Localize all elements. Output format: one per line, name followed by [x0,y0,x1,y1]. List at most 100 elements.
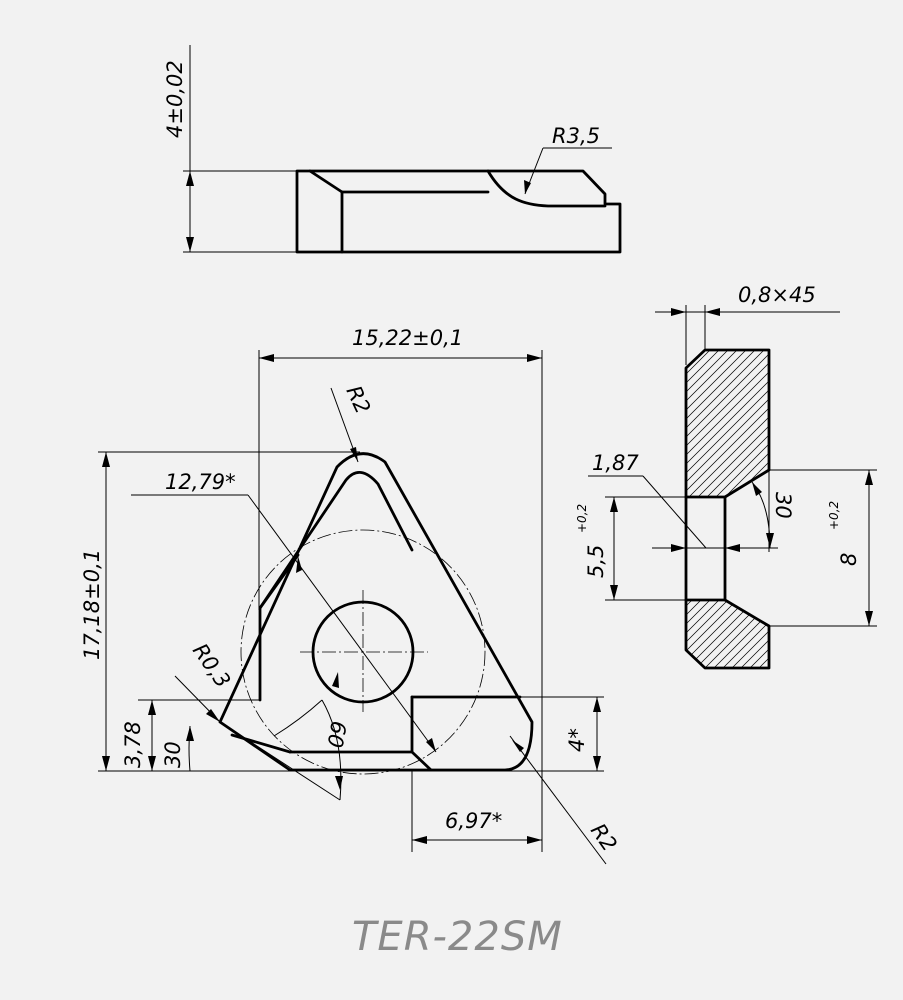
section-hatch-line [686,600,721,668]
section-hatch-line [686,350,721,497]
hole-diameter-label: 5,5 [584,545,608,578]
section-hatch-line [459,590,549,680]
inner-angle-label: 60 [322,719,350,749]
thickness-label: 4±0,02 [163,60,187,138]
section-hatch-line [495,590,585,680]
section-hatch-line [701,600,769,668]
section-hatch-line [801,590,891,680]
section-hatch-line [686,350,769,497]
section-hatch-line [686,350,739,497]
section-hatch-line [384,340,549,505]
section-hatch-line [519,340,684,505]
section-hatch-line [837,590,903,680]
plan-view: 15,22±0,1 17,18±0,1 12,79* R2 R2 R0,3 3,… [80,326,622,865]
section-hatch-line [686,350,769,497]
section-hatch-line [513,590,603,680]
section-hatch-line [567,590,657,680]
section-hatch-line [710,600,769,668]
section-hatch-line [843,340,903,505]
section-hatch-line [438,340,603,505]
section-hatch-line [441,590,531,680]
step-width-label: 6,97* [445,809,502,833]
section-hatch-line [492,340,657,505]
section-hatch-line [774,590,864,680]
section-hatch-line [414,590,504,680]
section-hatch-line [366,340,531,505]
section-hatch-line [888,340,903,505]
section-hatch-line [798,340,903,505]
section-hatch-line [594,590,684,680]
section-hatch-line [879,340,903,505]
left-angle-label: 30 [161,741,185,768]
corner-height-label: 3,78 [121,721,145,768]
section-hatch-line [686,350,769,497]
section-hatch-line [576,590,666,680]
section-hatch-line [810,590,900,680]
chamfer-label: 0,8×45 [738,283,816,307]
section-hatch-line [686,600,739,668]
height-label: 17,18±0,1 [80,549,104,660]
section-hatch-line [432,590,522,680]
section-hatch-line [686,350,769,497]
section-hatch-line [882,590,903,680]
section-hatch-line [897,340,903,505]
inscribed-diameter-label: 12,79* [165,470,236,494]
land-label: 1,87 [592,451,639,475]
section-hatch-line [686,350,730,497]
section-hatch-line [764,600,769,668]
countersink-diameter-label: 8 [837,553,861,566]
section-hatch-line [864,590,903,680]
section-hatch-line [846,590,903,680]
top-radius-label: R2 [341,382,375,417]
section-hatch-line [393,340,558,505]
section-hatch-line [504,590,594,680]
section-hatch-line [686,350,769,497]
section-hatch-line [477,590,567,680]
section-hatch-line [465,340,630,505]
section-hatch-line [510,340,675,505]
section-hatch-line [873,590,903,680]
section-hatch-line [716,350,769,497]
section-hatch-line [474,340,639,505]
section-hatch-line [375,340,540,505]
section-hatch-line [686,350,769,497]
section-hatch-line [483,340,648,505]
section-hatch-line [771,340,903,505]
section-hatch-line [746,600,769,668]
section-hatch-line [330,340,495,505]
countersink-angle-label: 30 [771,492,795,519]
section-hatch-line [585,590,675,680]
section-hatch-line [686,350,769,497]
section-hatch-line [780,340,903,505]
section-hatch-line [339,340,504,505]
section-hatch-line [686,350,757,497]
section-hatch-line [549,590,639,680]
section-hatch-line [357,340,522,505]
section-hatch-line [737,600,769,668]
section-hatch-line [429,340,594,505]
section-hatch-line [686,350,748,497]
section-hatch-line [686,600,703,668]
section-hatch-line [698,350,769,497]
section-hatch-line [819,590,903,680]
section-hatch-line [686,350,769,497]
hole-tolerance-label: +0,2 [575,504,589,533]
section-hatch-line [411,340,576,505]
section-hatch-line [725,350,769,497]
section-hatch-line [689,350,769,497]
section-hatch-line [807,340,903,505]
width-label: 15,22±0,1 [352,326,463,350]
section-hatch-line [686,350,769,497]
section-hatch-line [420,340,585,505]
section-hatch-line [531,590,621,680]
top-view: 4±0,02 R3,5 [163,45,622,254]
section-hatch-line [852,340,903,505]
section-hatch-line [816,340,903,505]
section-hatch-line [501,340,666,505]
section-hatch-line [686,600,694,668]
section-hatch-line [789,340,903,505]
section-hatch-line [855,590,903,680]
section-hatch-line [686,350,703,497]
section-hatch-line [456,340,621,505]
